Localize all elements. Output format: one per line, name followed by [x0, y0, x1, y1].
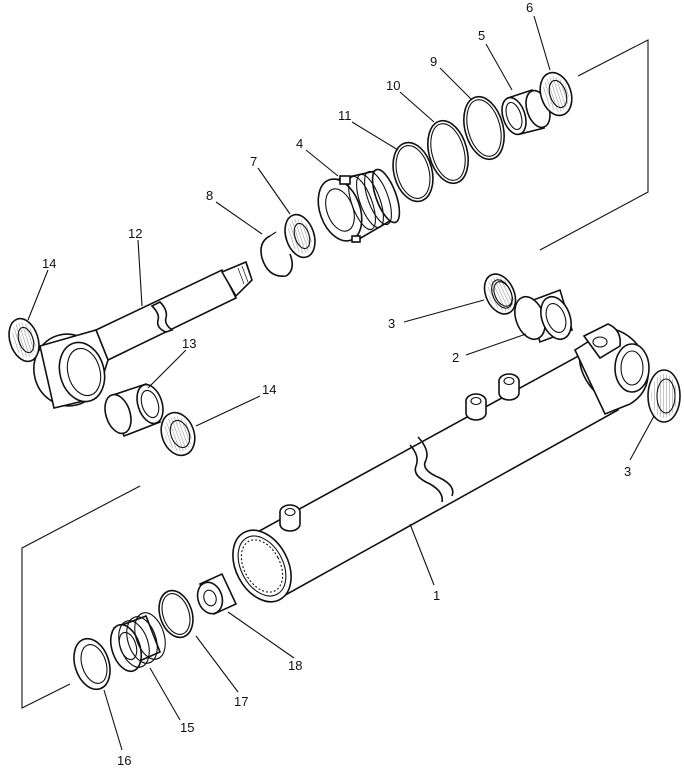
bushing-13 [104, 382, 164, 438]
bearing-6 [539, 71, 573, 117]
callout-14a: 14 [42, 256, 56, 271]
callout-1: 1 [433, 588, 440, 603]
callout-3a: 3 [388, 316, 395, 331]
callout-2: 2 [452, 350, 459, 365]
bearing-7 [284, 213, 316, 259]
callout-12: 12 [128, 226, 142, 241]
callout-11: 11 [338, 108, 352, 123]
piston-4 [317, 168, 401, 244]
callout-17: 17 [234, 694, 248, 709]
callout-13: 13 [182, 336, 196, 351]
callout-15: 15 [180, 720, 194, 735]
cylinder-tube [232, 323, 650, 603]
callout-labels: 1 2 3 3 4 5 6 7 8 9 10 11 12 13 14 14 15… [42, 0, 631, 768]
bearing-14b [160, 411, 196, 457]
bearing-14a [8, 317, 40, 363]
callout-4: 4 [296, 136, 303, 151]
piston-rod-12 [33, 260, 253, 409]
ring-5 [501, 88, 551, 136]
callout-16: 16 [117, 753, 131, 768]
nut-18 [196, 572, 238, 616]
snap-ring-8 [260, 231, 294, 277]
callout-3b: 3 [624, 464, 631, 479]
ring-17 [158, 589, 194, 639]
gland-15 [109, 612, 166, 673]
callout-14b: 14 [262, 382, 276, 397]
bearing-3b [647, 369, 681, 423]
callout-10: 10 [386, 78, 400, 93]
callout-6: 6 [526, 0, 533, 15]
leader-lines [27, 15, 655, 751]
ring-9 [463, 95, 505, 161]
callout-8: 8 [206, 188, 213, 203]
ring-11 [392, 141, 434, 203]
bushing-2 [514, 288, 573, 344]
callout-9: 9 [430, 54, 437, 69]
assembly-bracket-bottom [21, 485, 141, 709]
callout-7: 7 [250, 154, 257, 169]
seal-16 [73, 637, 111, 691]
callout-5: 5 [478, 28, 485, 43]
assembly-bracket-top [539, 39, 649, 251]
callout-18: 18 [288, 658, 302, 673]
ring-10 [427, 119, 469, 185]
bearing-3a [483, 273, 517, 315]
